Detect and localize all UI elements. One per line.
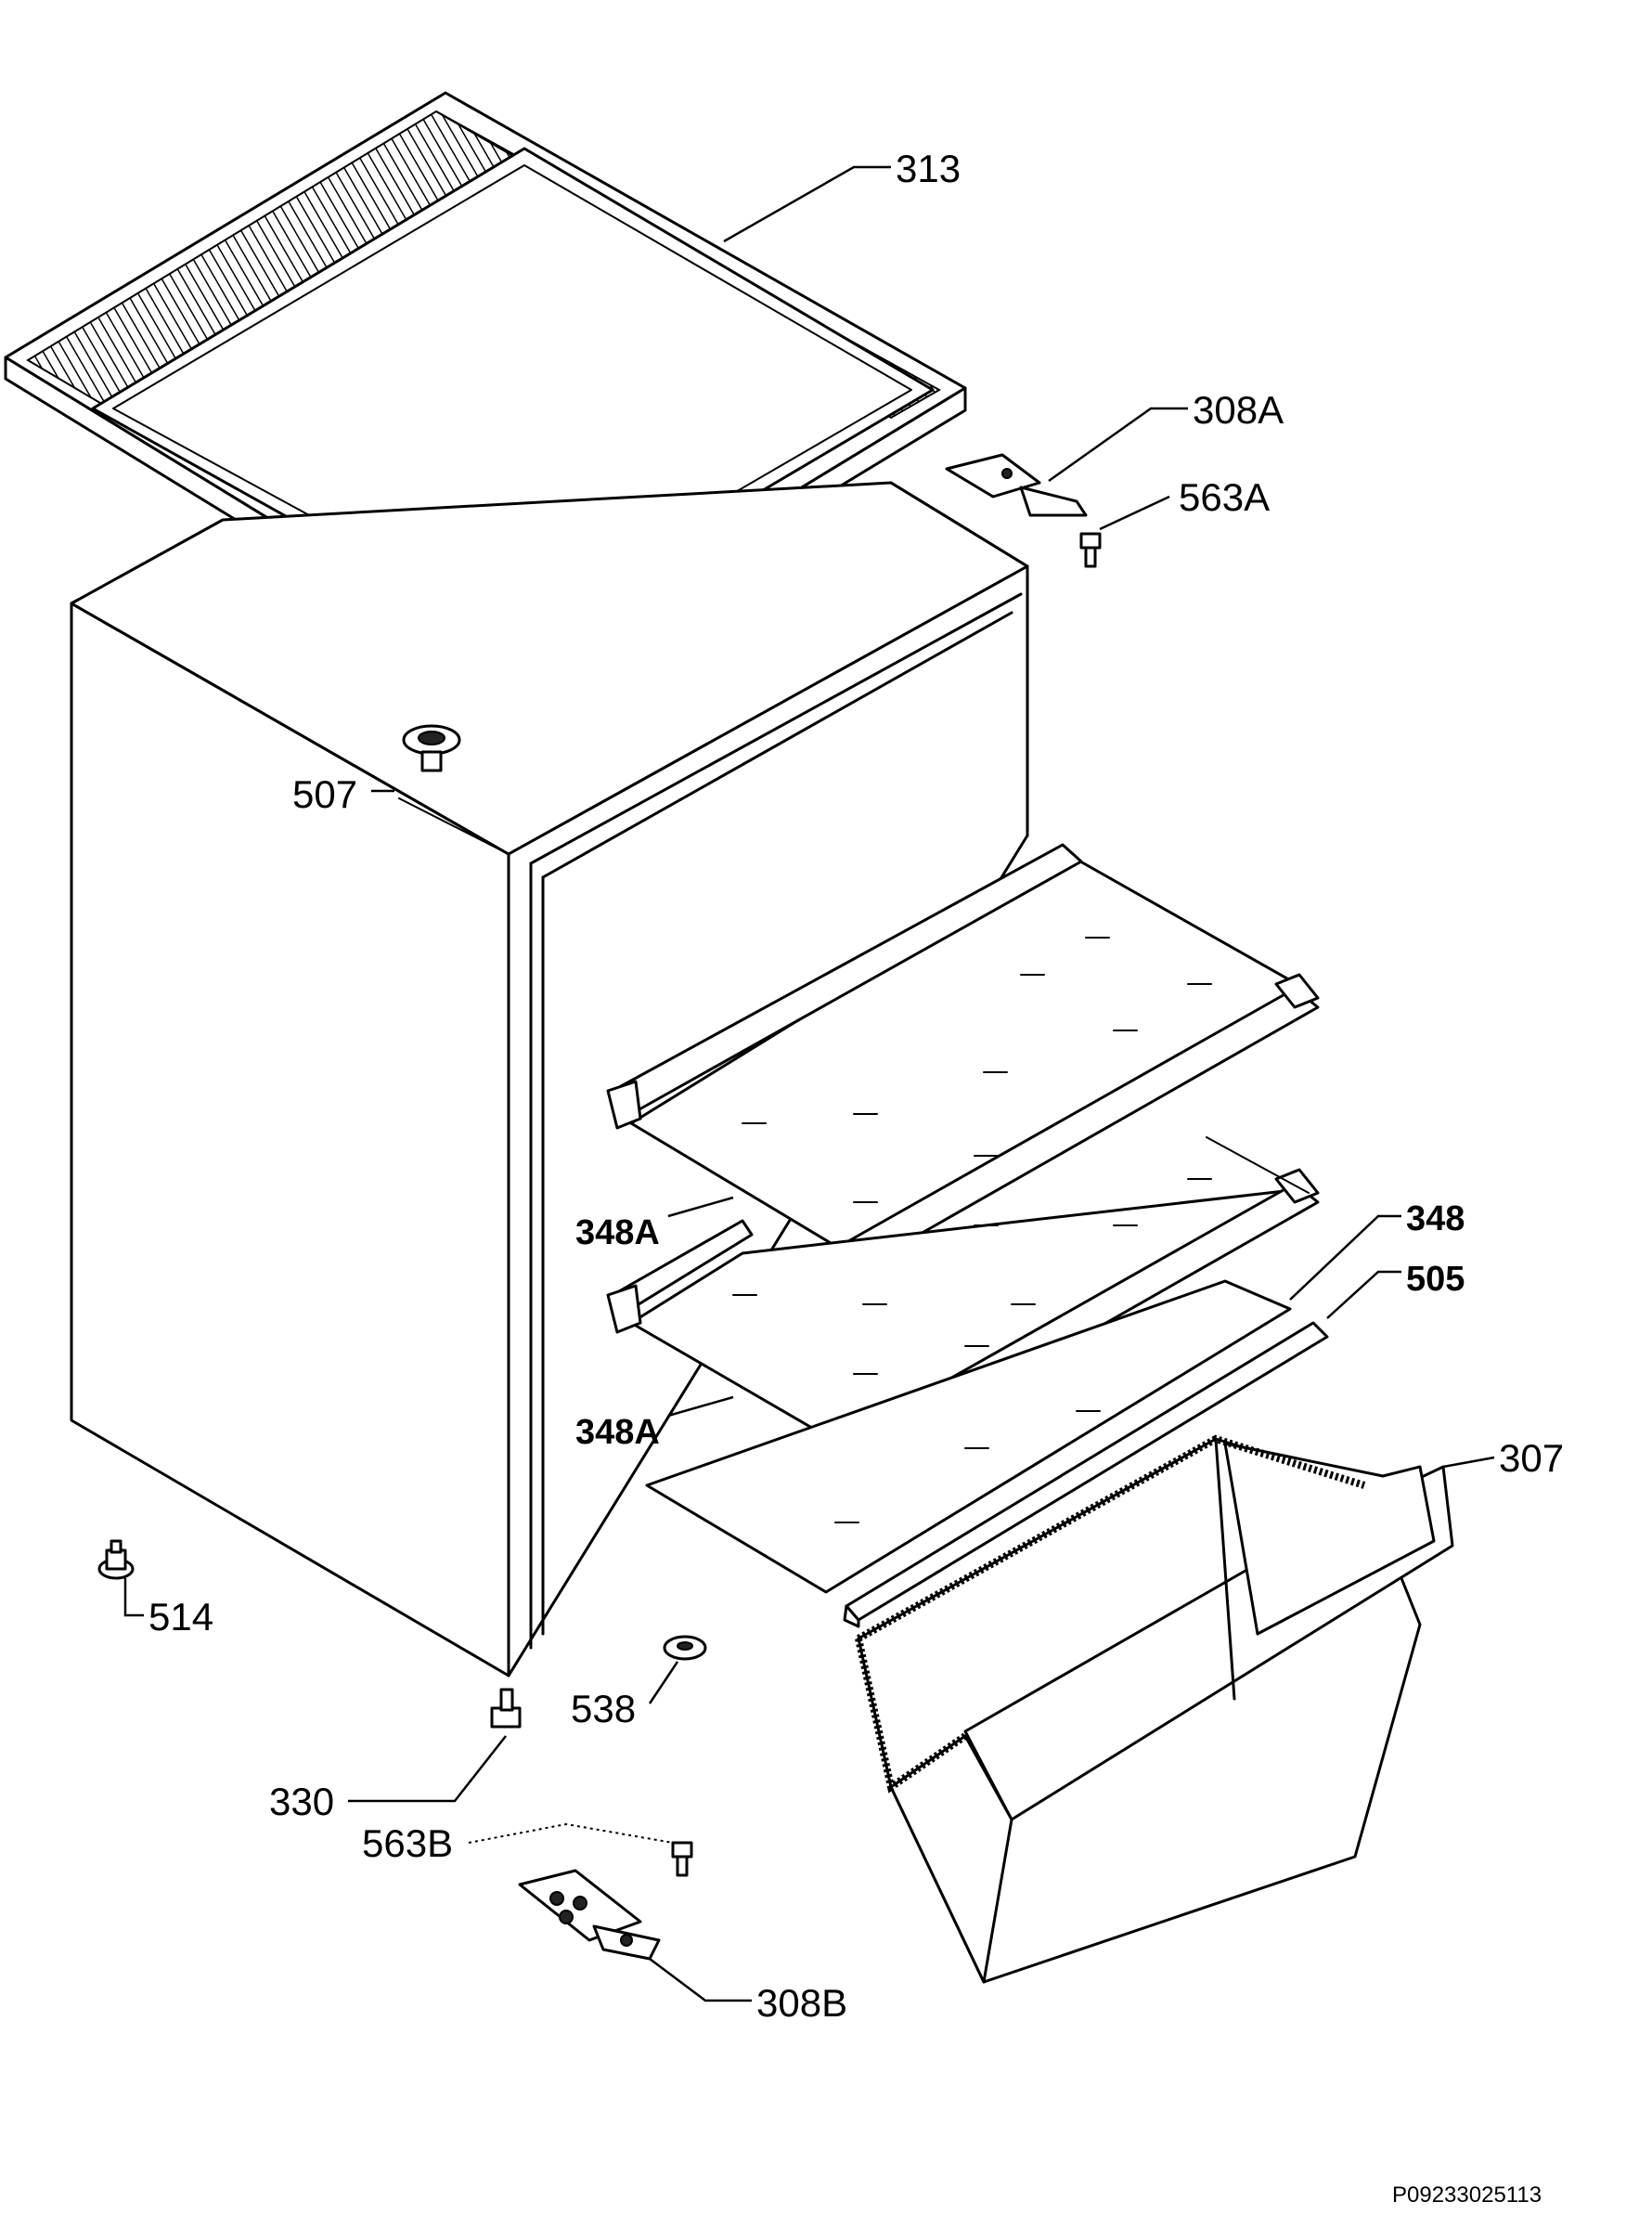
leader-lines: [123, 165, 1495, 2002]
label-307: 307: [1499, 1436, 1564, 1480]
bracket-308A: [945, 453, 1088, 517]
foot-330: [490, 1688, 522, 1729]
label-505: 505: [1406, 1260, 1465, 1299]
bracket-308B: [518, 1869, 661, 1961]
screw-563A: [1079, 532, 1102, 568]
trim-strip-505: [843, 1321, 1329, 1628]
label-308B: 308B: [756, 1981, 847, 2025]
drawing-code: P09233025113: [1392, 2183, 1542, 2208]
label-563B: 563B: [362, 1821, 453, 1865]
crisper-drawer-307: [855, 1434, 1454, 1984]
label-348A-lower: 348A: [575, 1413, 660, 1452]
label-514: 514: [148, 1595, 213, 1639]
label-507: 507: [292, 772, 357, 816]
label-348A-upper: 348A: [575, 1213, 660, 1252]
glass-shelf-348: [645, 1279, 1292, 1594]
label-330: 330: [269, 1780, 334, 1823]
label-538: 538: [571, 1687, 636, 1730]
label-563A: 563A: [1179, 475, 1270, 519]
label-348: 348: [1406, 1199, 1465, 1238]
glass-shelf-348A-upper: [606, 843, 1320, 1283]
spacer-538: [663, 1635, 707, 1661]
screw-563B: [671, 1841, 693, 1877]
label-313: 313: [896, 147, 961, 190]
plug-507: [402, 724, 461, 772]
label-308A: 308A: [1193, 388, 1284, 432]
foot-514: [97, 1539, 135, 1580]
